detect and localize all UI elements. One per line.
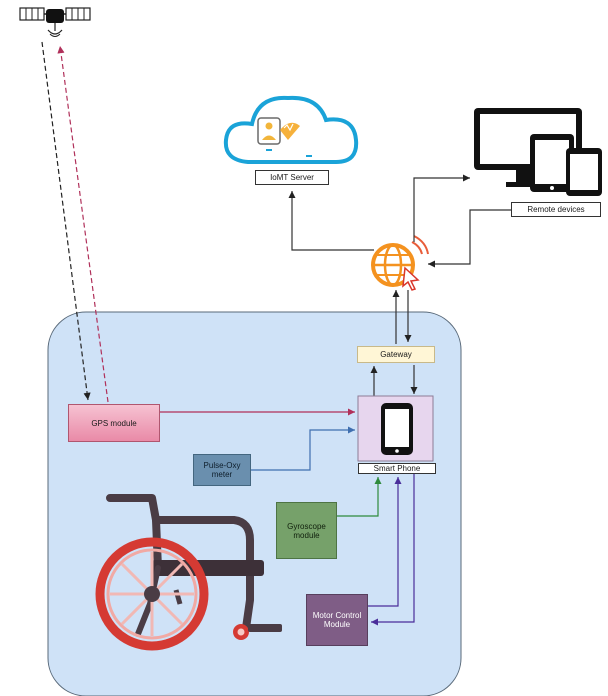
motor-to-phone-arrow — [368, 477, 402, 607]
wheelchair-icon — [95, 494, 282, 651]
globe-network-icon — [371, 235, 429, 291]
globe-to-devices-arrow — [413, 174, 470, 242]
pulse-to-phone-arrow — [251, 426, 355, 471]
motor-control-module-box: Motor Control Module — [306, 594, 368, 646]
phone-icon — [566, 148, 602, 196]
remote-devices-label: Remote devices — [511, 202, 601, 217]
devices-to-globe-arrow — [428, 209, 512, 268]
tablet-icon — [530, 134, 574, 192]
gyro-to-phone-arrow — [337, 477, 382, 517]
gateway-box: Gateway — [357, 346, 435, 363]
pulse-oxy-meter-box: Pulse-Oxy meter — [193, 454, 251, 486]
gps-uplink-arrow — [57, 45, 109, 403]
iomt-server-label: IoMT Server — [255, 170, 329, 185]
globe-to-iomt-arrow — [288, 191, 374, 251]
gps-module-box: GPS module — [68, 404, 160, 442]
smartphone-icon — [381, 403, 413, 455]
cloud-icon — [223, 95, 359, 164]
smart-phone-label: Smart Phone — [358, 463, 436, 474]
satellite-icon — [19, 7, 91, 37]
gyroscope-module-box: Gyroscope module — [276, 502, 337, 559]
phone-to-motor-arrow — [371, 474, 415, 626]
gps-downlink-arrow — [41, 41, 91, 401]
wheelchair-system-panel — [47, 311, 462, 696]
